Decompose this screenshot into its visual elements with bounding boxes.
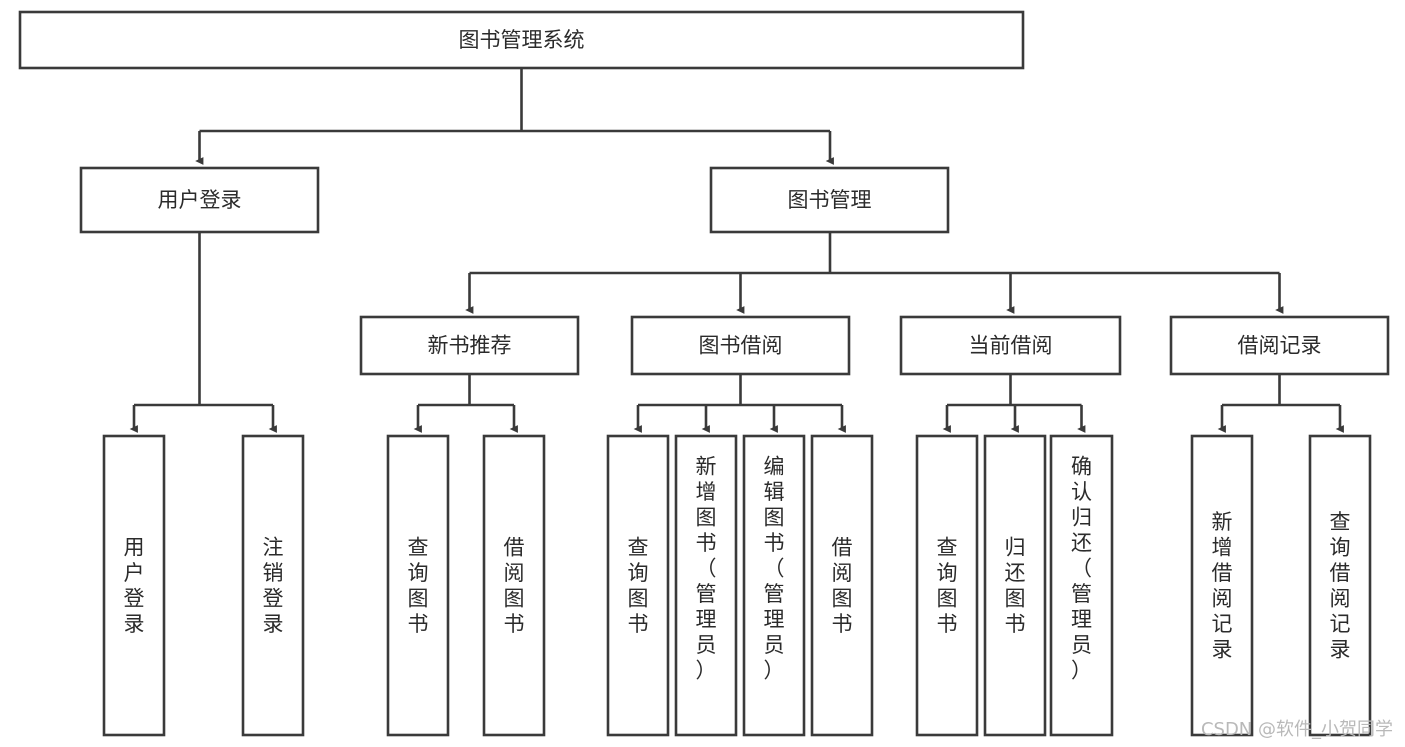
node-label: 查询借阅记录 [1330,510,1351,662]
node-user-login[interactable]: 用户登录 [79,166,320,234]
node-leaf-query-record[interactable]: 查询借阅记录 [1308,434,1372,737]
node-label: 图书管理系统 [459,28,585,52]
node-leaf-query-book-1[interactable]: 查询图书 [386,434,450,737]
node-box[interactable] [1190,434,1254,737]
connector-edges [129,68,1344,433]
node-label: 用户登录 [124,535,145,636]
node-leaf-return-book[interactable]: 归还图书 [983,434,1047,737]
node-leaf-query-book-2[interactable]: 查询图书 [606,434,670,737]
node-box[interactable] [742,434,806,737]
node-label: 借阅记录 [1238,334,1322,358]
node-leaf-query-book-3[interactable]: 查询图书 [915,434,979,737]
node-box[interactable] [1169,315,1390,376]
node-box[interactable] [1049,434,1114,737]
node-box[interactable] [386,434,450,737]
node-box[interactable] [241,434,305,737]
node-leaf-logout[interactable]: 注销登录 [241,434,305,737]
node-box[interactable] [79,166,320,234]
node-box[interactable] [482,434,546,737]
node-box[interactable] [359,315,580,376]
node-label: 图书管理 [788,188,872,212]
node-new-book-recommend[interactable]: 新书推荐 [359,315,580,376]
node-leaf-user-login[interactable]: 用户登录 [102,434,166,737]
node-label: 查询图书 [408,535,429,636]
node-label: 注销登录 [263,535,284,636]
node-leaf-confirm-return[interactable]: 确认归还（管理员） [1049,434,1114,737]
node-box[interactable] [983,434,1047,737]
node-box[interactable] [709,166,950,234]
node-label: 新增借阅记录 [1212,510,1233,662]
node-label: 新书推荐 [428,334,512,358]
node-box[interactable] [18,10,1025,70]
node-label: 新增图书（管理员） [696,454,717,682]
node-label: 查询图书 [628,535,649,636]
node-box[interactable] [606,434,670,737]
node-label: 归还图书 [1005,535,1026,636]
node-box[interactable] [630,315,851,376]
node-current-borrow[interactable]: 当前借阅 [899,315,1122,376]
node-box[interactable] [915,434,979,737]
node-book-manage[interactable]: 图书管理 [709,166,950,234]
node-leaf-add-book[interactable]: 新增图书（管理员） [674,434,738,737]
node-leaf-add-record[interactable]: 新增借阅记录 [1190,434,1254,737]
node-box[interactable] [102,434,166,737]
node-label: 借阅图书 [832,535,853,636]
node-book-borrow[interactable]: 图书借阅 [630,315,851,376]
node-box[interactable] [899,315,1122,376]
node-leaf-borrow-book-1[interactable]: 借阅图书 [482,434,546,737]
node-label: 图书借阅 [699,334,783,358]
node-root[interactable]: 图书管理系统 [18,10,1025,70]
node-borrow-record[interactable]: 借阅记录 [1169,315,1390,376]
node-label: 编辑图书（管理员） [764,454,785,682]
node-leaf-borrow-book-2[interactable]: 借阅图书 [810,434,874,737]
node-label: 查询图书 [937,535,958,636]
node-label: 用户登录 [158,188,242,212]
node-label: 借阅图书 [504,535,525,636]
node-leaf-edit-book[interactable]: 编辑图书（管理员） [742,434,806,737]
node-box[interactable] [674,434,738,737]
node-label: 当前借阅 [969,334,1053,358]
node-box[interactable] [1308,434,1372,737]
node-boxes: 图书管理系统用户登录图书管理新书推荐图书借阅当前借阅借阅记录用户登录注销登录查询… [18,10,1390,737]
node-box[interactable] [810,434,874,737]
node-label: 确认归还（管理员） [1071,454,1092,682]
